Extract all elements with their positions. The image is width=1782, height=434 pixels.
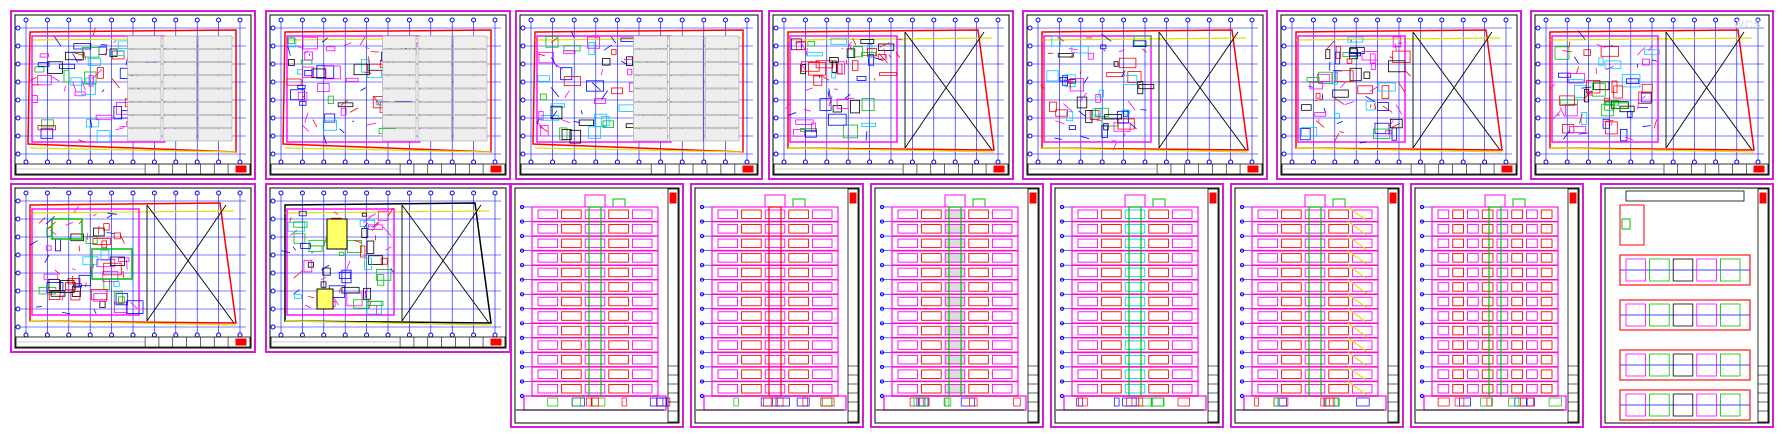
sheet-plan-6[interactable]: [1276, 10, 1522, 180]
drawing-plan-typical: [1280, 14, 1518, 176]
sheet-elevation-front[interactable]: [1410, 183, 1584, 428]
drawing-plan-parking: [14, 14, 252, 176]
sheet-plan-3[interactable]: [515, 10, 763, 180]
drawing-elevation-side: [1234, 187, 1400, 424]
drawing-plan-roof-black: [269, 187, 507, 349]
sheet-plan-8[interactable]: [10, 183, 256, 353]
drawing-plan-typical: [1026, 14, 1264, 176]
drawing-section-4: [1054, 187, 1220, 424]
drawing-elevation-front: [1414, 187, 1580, 424]
watermark-text: WCS: [1733, 19, 1762, 31]
drawing-section-2: [694, 187, 860, 424]
sheet-plan-1[interactable]: [10, 10, 256, 180]
sheet-plan-9[interactable]: [265, 183, 511, 353]
sheet-section-2[interactable]: [690, 183, 864, 428]
drawing-section-3: [874, 187, 1040, 424]
sheet-section-3[interactable]: [870, 183, 1044, 428]
sheet-elevation-side[interactable]: [1230, 183, 1404, 428]
drawing-plan-parking: [269, 14, 507, 176]
sheet-plan-5[interactable]: [1022, 10, 1268, 180]
drawing-section-1: [514, 187, 680, 424]
drawing-plan-roof-green: [14, 187, 252, 349]
drawing-plan-typical: [772, 14, 1010, 176]
sheet-plan-7[interactable]: WCS: [1530, 10, 1774, 180]
sheet-details[interactable]: [1600, 183, 1774, 428]
sheet-section-1[interactable]: [510, 183, 684, 428]
drawing-plan-typical: [1534, 14, 1770, 176]
sheet-plan-2[interactable]: [265, 10, 511, 180]
drawing-details: [1604, 187, 1770, 424]
sheet-section-4[interactable]: [1050, 183, 1224, 428]
sheet-plan-4[interactable]: [768, 10, 1014, 180]
drawing-plan-ground: [519, 14, 759, 176]
